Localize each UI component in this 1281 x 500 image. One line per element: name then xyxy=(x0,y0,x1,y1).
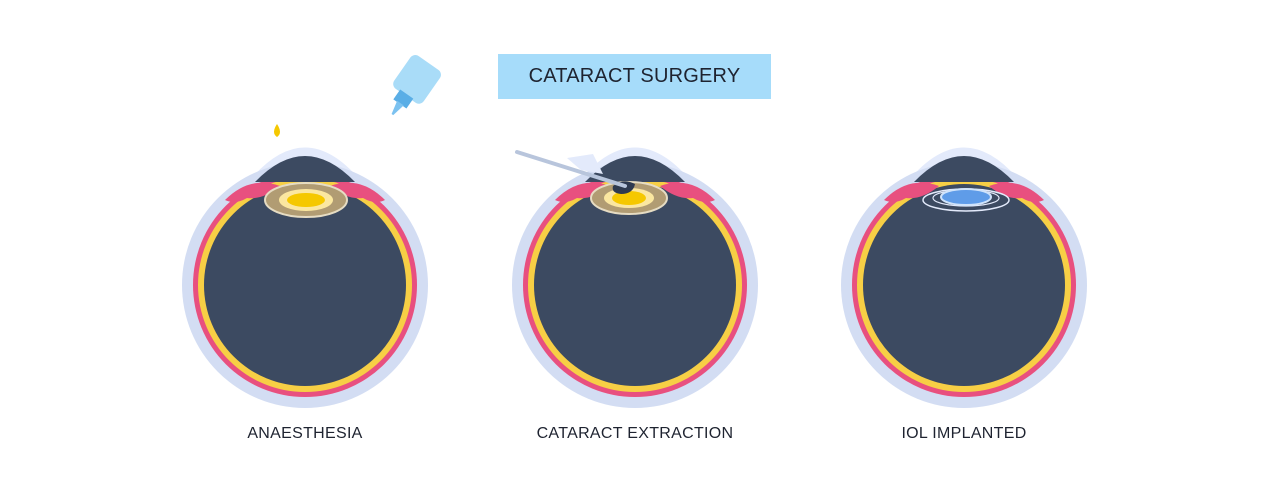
vitreous xyxy=(534,184,736,386)
anterior-chamber xyxy=(585,156,685,182)
stage-extraction: CATARACT EXTRACTION xyxy=(485,0,785,500)
stage-anaesthesia: ANAESTHESIA xyxy=(155,0,455,500)
eye-drop-icon xyxy=(274,124,280,137)
ciliary-body-right xyxy=(660,182,715,203)
anterior-chamber xyxy=(255,156,355,182)
ciliary-body-left xyxy=(884,182,939,203)
stage-label-extraction: CATARACT EXTRACTION xyxy=(536,425,734,442)
ciliary-body-left xyxy=(225,182,280,203)
ciliary-body-left xyxy=(555,182,610,203)
stage-label-iol: IOL IMPLANTED xyxy=(901,425,1027,442)
cataract-lens xyxy=(612,191,646,205)
page-title: CATARACT SURGERY xyxy=(498,54,771,99)
incision-flap xyxy=(567,154,603,174)
eye-diagram-extraction xyxy=(512,147,758,408)
eye-diagram-iol xyxy=(841,147,1087,408)
vitreous xyxy=(863,184,1065,386)
eye-diagram-anaesthesia xyxy=(182,54,441,408)
cataract-lens xyxy=(287,193,325,207)
anterior-chamber xyxy=(914,156,1014,182)
stage-iol: IOL IMPLANTED xyxy=(814,0,1114,500)
stage-label-anaesthesia: ANAESTHESIA xyxy=(247,425,363,442)
surgical-probe-icon xyxy=(515,150,627,188)
vitreous xyxy=(204,184,406,386)
iol-lens xyxy=(940,188,992,206)
ciliary-body-right xyxy=(989,182,1044,203)
eye-drop-bottle-icon xyxy=(391,54,441,116)
ciliary-body-right xyxy=(330,182,385,203)
